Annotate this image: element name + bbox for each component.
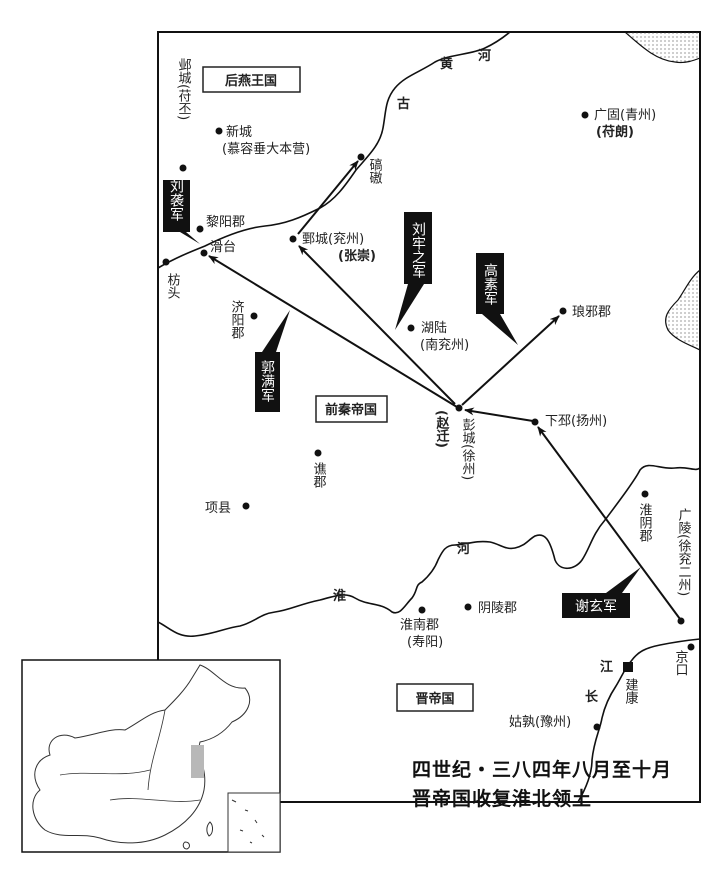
huai-river <box>157 464 701 638</box>
later-yan-label: 后燕王国 <box>225 73 277 89</box>
arrow-pengcheng-huatai <box>208 255 458 408</box>
xie-xuan-army-label: 谢玄军 <box>575 598 617 615</box>
liu-xi-army-box <box>163 180 190 232</box>
label-hulu: 湖陆 <box>421 320 447 336</box>
label-jingkou: 京口 <box>673 650 689 676</box>
yangtze-river <box>577 638 701 803</box>
gao-su-army-label: 高素军 <box>482 262 498 305</box>
liu-laozhi-army-box <box>404 212 432 284</box>
sea-north <box>623 31 701 64</box>
label-guangling: 广陵(徐兖二州) <box>676 508 692 596</box>
later-yan-box <box>202 66 301 93</box>
arrow-xiapi-pengcheng <box>464 407 534 422</box>
river-label-huai-he: 河 <box>457 541 470 557</box>
label-guanggu: 广固(青州) <box>594 108 656 123</box>
river-label-huai: 淮 <box>332 588 346 604</box>
inset-locator-map <box>21 659 281 853</box>
label-pengcheng-note: (赵迁) <box>434 410 451 448</box>
label-langya: 琅邪郡 <box>572 305 611 320</box>
label-huainan: 淮南郡 <box>400 617 439 633</box>
label-yecheng: 邺城(苻丕) <box>176 58 192 120</box>
label-qiao: 谯郡 <box>311 462 327 489</box>
former-qin-label: 前秦帝国 <box>325 402 377 418</box>
label-huatai: 滑台 <box>210 240 236 255</box>
jin-box <box>396 683 474 712</box>
gao-su-army-box <box>476 253 504 314</box>
label-guanggu-note: (苻朗) <box>596 124 634 140</box>
xie-xuan-army-box <box>562 593 630 618</box>
label-jiankang: 建康 <box>623 678 639 704</box>
arrow-juancheng-qiaoao <box>297 160 359 235</box>
river-label-chang: 长 <box>585 689 599 705</box>
river-label-huang: 黄 <box>440 56 453 72</box>
label-fangtou: 枋头 <box>165 272 181 299</box>
liu-xi-army-label: 刘袭军 <box>168 179 184 221</box>
label-yinling: 阴陵郡 <box>478 601 517 616</box>
river-label-he: 河 <box>478 48 491 64</box>
river-label-gu: 古 <box>397 96 410 112</box>
arrow-pengcheng-juancheng <box>298 245 456 405</box>
label-qiaoao: 碻磝 <box>367 157 383 185</box>
label-hulu-note: (南兖州) <box>420 337 469 353</box>
label-pengcheng: 彭城(徐州) <box>460 418 476 480</box>
label-gushu: 姑孰(豫州) <box>509 714 571 730</box>
sea-east <box>665 268 701 351</box>
label-xiapi: 下邳(扬州) <box>545 414 607 429</box>
label-juancheng-note: (张崇) <box>338 248 376 264</box>
label-xincheng-note: (慕容垂大本营) <box>222 141 310 157</box>
map-title-line1: 四世纪・三八四年八月至十月 <box>412 759 673 781</box>
arrow-guangling-xiapi <box>537 426 681 620</box>
label-jiyang: 济阳郡 <box>229 300 245 340</box>
label-huaiyin: 淮阴郡 <box>637 503 653 543</box>
guo-man-army-label: 郭满军 <box>259 359 275 402</box>
yellow-river <box>157 31 511 269</box>
label-xiangxian: 项县 <box>205 501 231 516</box>
label-liyang: 黎阳郡 <box>206 215 245 230</box>
river-label-jiang: 江 <box>600 659 613 675</box>
arrow-pengcheng-langya <box>461 315 560 406</box>
former-qin-box <box>315 395 388 423</box>
jin-label: 晋帝国 <box>415 691 454 707</box>
label-juancheng: 鄄城(兖州) <box>302 232 364 247</box>
liu-laozhi-army-label: 刘牢之军 <box>410 222 426 278</box>
label-huainan-note: (寿阳) <box>407 635 443 650</box>
city-dots <box>162 111 695 731</box>
map-title-line2: 晋帝国收复淮北领土 <box>412 788 593 810</box>
guo-man-army-box <box>255 352 280 412</box>
label-xincheng: 新城 <box>226 124 252 140</box>
